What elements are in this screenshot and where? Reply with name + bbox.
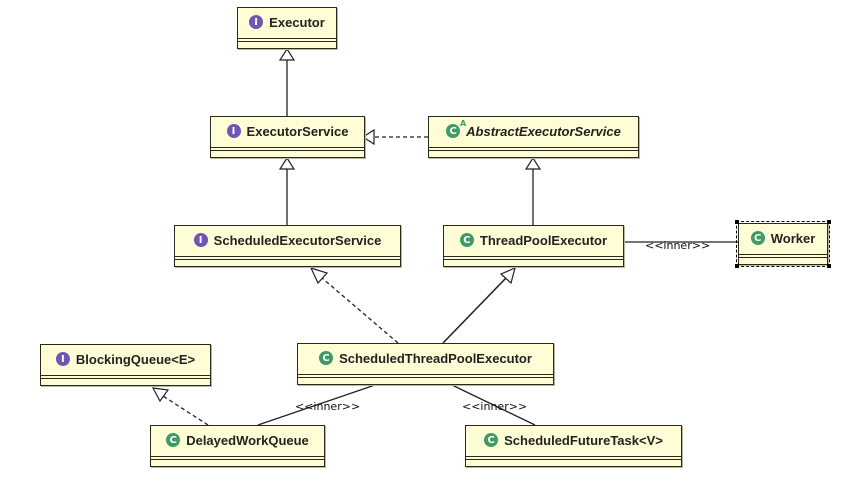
- class-node-delayed-work-queue[interactable]: C DelayedWorkQueue: [150, 425, 325, 467]
- class-name: Executor: [269, 14, 325, 30]
- class-name: AbstractExecutorService: [466, 123, 621, 139]
- compartment-divider: [739, 254, 827, 258]
- inner-label-worker: <<inner>>: [645, 239, 710, 252]
- class-icon: C: [484, 433, 499, 447]
- interface-icon: I: [193, 233, 208, 247]
- selection-handle-top-left[interactable]: [735, 220, 739, 224]
- compartment-divider: [238, 38, 336, 42]
- class-node-blocking-queue[interactable]: I BlockingQueue<E>: [40, 344, 211, 386]
- edge-scheduled-executor-service-extends-executor-service: [278, 156, 296, 225]
- class-node-executor-service[interactable]: I ExecutorService: [210, 116, 365, 158]
- compartment-divider: [298, 374, 553, 378]
- class-icon: C: [750, 231, 765, 245]
- class-node-scheduled-thread-pool-executor[interactable]: C ScheduledThreadPoolExecutor: [297, 343, 554, 385]
- edge-scheduled-thread-pool-executor-extends-thread-pool-executor: [442, 266, 516, 344]
- edge-executor-service-extends-executor: [278, 47, 296, 116]
- interface-icon: I: [226, 124, 241, 138]
- selection-handle-bottom-right[interactable]: [827, 264, 831, 268]
- inner-label-delayed-work-queue: <<inner>>: [295, 400, 360, 413]
- class-node-scheduled-executor-service[interactable]: I ScheduledExecutorService: [174, 225, 401, 267]
- class-icon: C: [459, 233, 474, 247]
- class-name: ExecutorService: [246, 123, 349, 139]
- class-name: DelayedWorkQueue: [186, 432, 309, 448]
- edge-thread-pool-executor-inner-worker: <<inner>>: [624, 239, 738, 252]
- class-name: ThreadPoolExecutor: [479, 232, 608, 248]
- abstract-class-icon: C: [446, 119, 466, 138]
- class-icon: C: [319, 351, 334, 365]
- class-icon: C: [166, 433, 181, 447]
- class-node-scheduled-future-task[interactable]: C ScheduledFutureTask<V>: [465, 425, 682, 467]
- class-name: BlockingQueue<E>: [75, 351, 196, 367]
- compartment-divider: [466, 456, 681, 460]
- interface-icon: I: [55, 352, 70, 366]
- selection-handle-top-right[interactable]: [827, 220, 831, 224]
- inner-label-scheduled-future-task: <<inner>>: [462, 400, 527, 413]
- selection-handle-bottom-left[interactable]: [735, 264, 739, 268]
- class-node-worker[interactable]: C Worker: [735, 220, 831, 268]
- class-name: ScheduledFutureTask<V>: [504, 432, 663, 448]
- class-node-abstract-executor-service[interactable]: C AbstractExecutorService: [428, 116, 639, 158]
- class-node-executor[interactable]: I Executor: [237, 7, 337, 49]
- compartment-divider: [211, 147, 364, 151]
- compartment-divider: [444, 256, 623, 260]
- class-name: ScheduledThreadPoolExecutor: [339, 350, 532, 366]
- edge-thread-pool-executor-extends-abstract-executor-service: [524, 156, 542, 225]
- interface-icon: I: [249, 15, 264, 29]
- compartment-divider: [151, 456, 324, 460]
- edge-scheduled-thread-pool-executor-inner-scheduled-future-task: <<inner>>: [451, 384, 536, 426]
- edge-scheduled-thread-pool-executor-implements-scheduled-executor-service: [309, 267, 399, 344]
- compartment-divider: [429, 147, 638, 151]
- edge-delayed-work-queue-implements-blocking-queue: [151, 387, 209, 426]
- class-name: ScheduledExecutorService: [213, 232, 382, 248]
- compartment-divider: [41, 375, 210, 379]
- compartment-divider: [175, 256, 400, 260]
- edge-abstract-executor-service-implements-executor-service: [361, 128, 428, 146]
- edge-scheduled-thread-pool-executor-inner-delayed-work-queue: <<inner>>: [257, 384, 376, 426]
- class-name: Worker: [770, 230, 816, 246]
- class-node-thread-pool-executor[interactable]: C ThreadPoolExecutor: [443, 225, 624, 267]
